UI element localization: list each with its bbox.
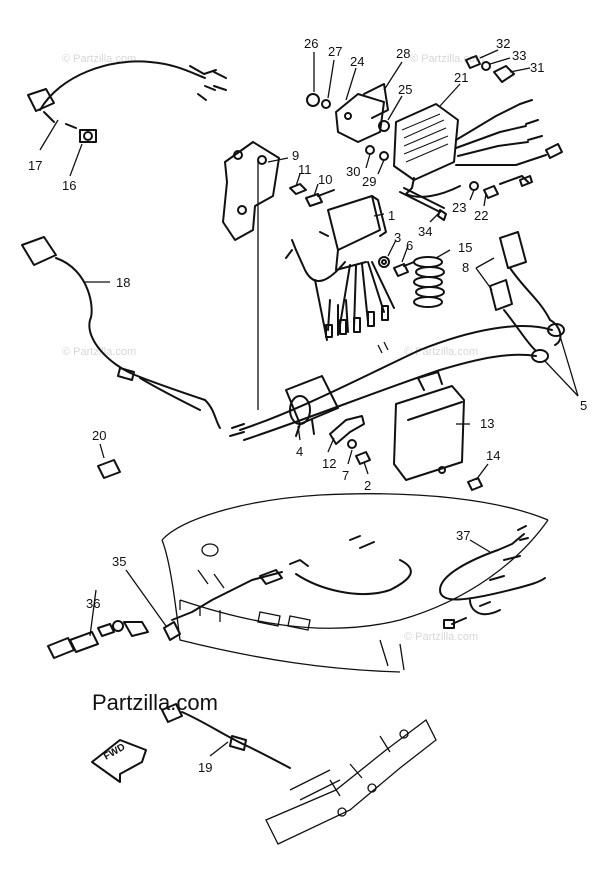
part-29-washer: [379, 151, 389, 161]
callout-7: 7: [342, 468, 349, 483]
watermark: © Partzilla.com: [404, 631, 478, 643]
watermark: © Partzilla.com: [62, 53, 136, 65]
part-33-washer: [481, 61, 491, 71]
part-13-cover: [393, 371, 465, 481]
callout-3: 3: [394, 230, 401, 245]
part-10-bolt: [305, 189, 335, 207]
callout-13: 13: [480, 416, 494, 431]
part-20-sleeve: [97, 459, 121, 479]
engine-cowling: [161, 493, 549, 673]
part-5-ignition-cables: [239, 319, 565, 441]
part-7-washer: [347, 439, 357, 449]
part-27-washer: [321, 99, 331, 109]
callout-18: 18: [116, 275, 130, 290]
part-3-washer: [378, 256, 390, 268]
callout-30: 30: [346, 164, 360, 179]
part-2-bolt: [355, 451, 371, 465]
part-23-washer: [469, 181, 479, 191]
part-18-cable: [21, 236, 221, 429]
fwd-arrow: FWD: [91, 739, 147, 783]
callout-8: 8: [462, 260, 469, 275]
part-28-plate: [363, 83, 389, 119]
callout-37: 37: [456, 528, 470, 543]
callout-27: 27: [328, 44, 342, 59]
callout-1: 1: [388, 208, 395, 223]
callout-15: 15: [458, 240, 472, 255]
part-12-bracket: [329, 415, 365, 445]
callout-23: 23: [452, 200, 466, 215]
part-21-wires: [455, 99, 563, 187]
callout-12: 12: [322, 456, 336, 471]
callout-2: 2: [364, 478, 371, 493]
part-1-cdi-unit: [319, 195, 387, 271]
callout-11: 11: [298, 162, 312, 177]
callout-34: 34: [418, 224, 432, 239]
brand-watermark: Partzilla.com: [92, 690, 218, 715]
part-21-rectifier: [393, 103, 461, 198]
watermark: © Partzilla.com: [62, 346, 136, 358]
part-31-cap: [493, 65, 515, 83]
callout-6: 6: [406, 238, 413, 253]
watermark: © Partzilla.com: [410, 53, 484, 65]
lower-frame: [265, 719, 437, 845]
part-25-washer: [378, 120, 390, 132]
part-15-damper-set: [413, 256, 445, 308]
callout-33: 33: [512, 48, 526, 63]
part-22-bolt: [483, 185, 499, 199]
callout-10: 10: [318, 172, 332, 187]
part-37-lead-wire: [439, 525, 546, 629]
callout-labels: 26 27 24 28 21 25 32 33 31 9 11 10 30 29…: [28, 36, 587, 775]
part-6-bolt: [393, 261, 415, 277]
callout-4: 4: [296, 444, 303, 459]
fwd-label: FWD: [102, 742, 127, 763]
part-35-wire-lead: [163, 535, 412, 641]
callout-26: 26: [304, 36, 318, 51]
callout-32: 32: [496, 36, 510, 51]
callout-19: 19: [198, 760, 212, 775]
part-19-lead-wire: [161, 703, 291, 769]
callout-14: 14: [486, 448, 500, 463]
leader-lines: [39, 49, 579, 757]
callout-9: 9: [292, 148, 299, 163]
part-11-nut: [289, 183, 307, 195]
callout-21: 21: [454, 70, 468, 85]
part-32-screw: [465, 55, 481, 69]
part-30-washer: [365, 145, 375, 155]
callout-16: 16: [62, 178, 76, 193]
part-9-bracket: [222, 141, 280, 241]
callout-36: 36: [86, 596, 100, 611]
callout-22: 22: [474, 208, 488, 223]
callout-20: 20: [92, 428, 106, 443]
part-36-sensor: [47, 620, 149, 659]
callout-31: 31: [530, 60, 544, 75]
callout-35: 35: [112, 554, 126, 569]
part-17-lead-wire: [27, 60, 227, 123]
part-14-bolt: [467, 477, 483, 491]
part-8-plug-cap: [489, 231, 551, 351]
part-1-wire-harness: [285, 239, 395, 341]
callout-25: 25: [398, 82, 412, 97]
callout-5: 5: [580, 398, 587, 413]
callout-24: 24: [350, 54, 364, 69]
part-16-switch: [65, 123, 97, 143]
callout-29: 29: [362, 174, 376, 189]
part-24-bracket: [335, 93, 385, 143]
callout-28: 28: [396, 46, 410, 61]
callout-17: 17: [28, 158, 42, 173]
part-26-nut: [306, 93, 320, 107]
